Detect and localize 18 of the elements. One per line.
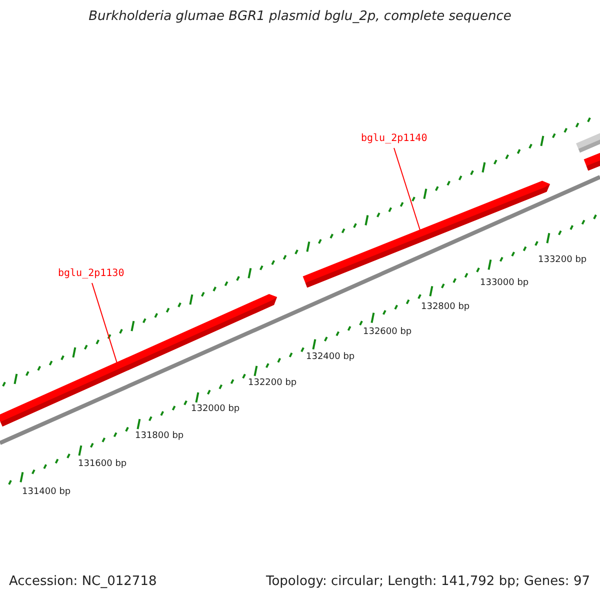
leader-line	[394, 148, 420, 230]
accession-text: Accession: NC_012718	[9, 574, 157, 589]
scale-label: 131400 bp	[22, 487, 71, 497]
gene-label: bglu_2p1140	[361, 133, 428, 144]
gene-feature	[576, 131, 600, 153]
summary-text: Topology: circular; Length: 141,792 bp; Genes: 97	[266, 574, 590, 589]
scale-label: 133200 bp	[538, 255, 587, 265]
leader-line	[92, 282, 118, 364]
scale-label: 132000 bp	[191, 404, 240, 414]
gene-feature	[584, 151, 600, 171]
title: Burkholderia glumae BGR1 plasmid bglu_2p, complete sequence	[88, 9, 512, 24]
scale-label: 131600 bp	[78, 459, 127, 469]
scale-label: 132600 bp	[363, 327, 412, 337]
gene-label: bglu_2p1130	[58, 268, 124, 279]
scale-label: 132200 bp	[248, 378, 297, 388]
scale-label: 132800 bp	[421, 302, 470, 312]
scale-label: 133000 bp	[480, 278, 529, 288]
scale-label: 132400 bp	[306, 352, 355, 362]
